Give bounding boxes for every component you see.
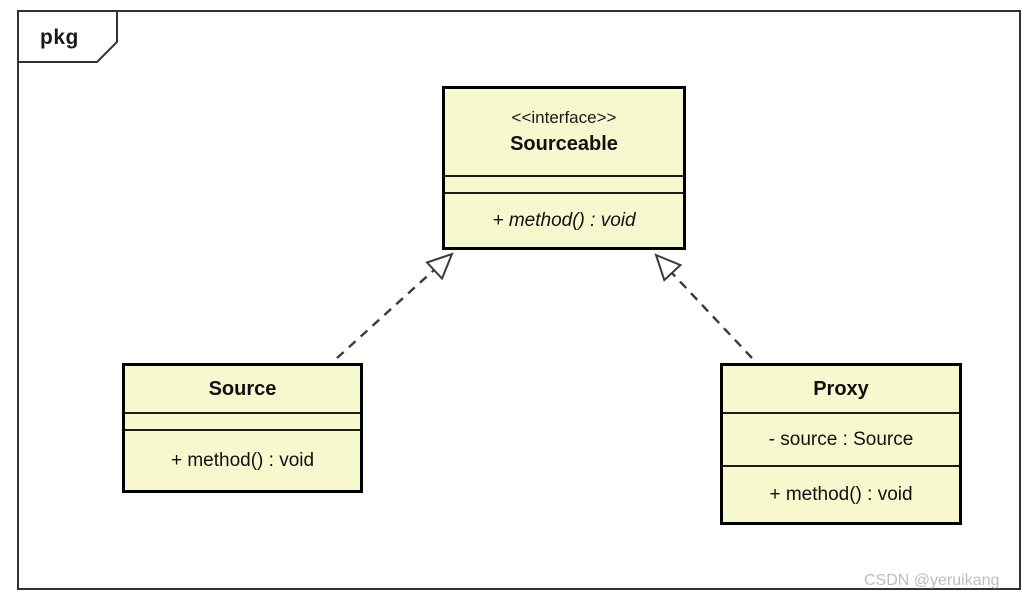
source-operations-compartment: + method() : void xyxy=(125,431,360,490)
watermark-text: CSDN @yeruikang xyxy=(864,572,1000,589)
sourceable-operation: + method() : void xyxy=(492,209,636,231)
sourceable-stereotype: <<interface>> xyxy=(511,108,617,127)
source-name: Source xyxy=(208,377,277,400)
source-operation: + method() : void xyxy=(170,449,315,471)
proxy-operations-compartment: + method() : void xyxy=(723,467,959,522)
proxy-attribute: - source : Source xyxy=(768,428,914,450)
proxy-name: Proxy xyxy=(813,377,869,400)
class-box-sourceable: <<interface>> Sourceable + method() : vo… xyxy=(442,86,686,250)
proxy-header: Proxy xyxy=(723,366,959,412)
package-frame xyxy=(17,10,1021,590)
proxy-operation: + method() : void xyxy=(769,483,913,505)
source-header: Source xyxy=(125,366,360,412)
class-box-source: Source + method() : void xyxy=(122,363,363,493)
class-box-proxy: Proxy - source : Source + method() : voi… xyxy=(720,363,962,525)
package-tab-label: pkg xyxy=(40,26,79,49)
sourceable-name: Sourceable xyxy=(510,133,618,155)
sourceable-header: <<interface>> Sourceable xyxy=(445,89,683,175)
sourceable-operations-compartment: + method() : void xyxy=(445,194,683,247)
sourceable-attributes-compartment xyxy=(445,175,683,194)
source-attributes-compartment xyxy=(125,412,360,431)
proxy-attributes-compartment: - source : Source xyxy=(723,412,959,467)
